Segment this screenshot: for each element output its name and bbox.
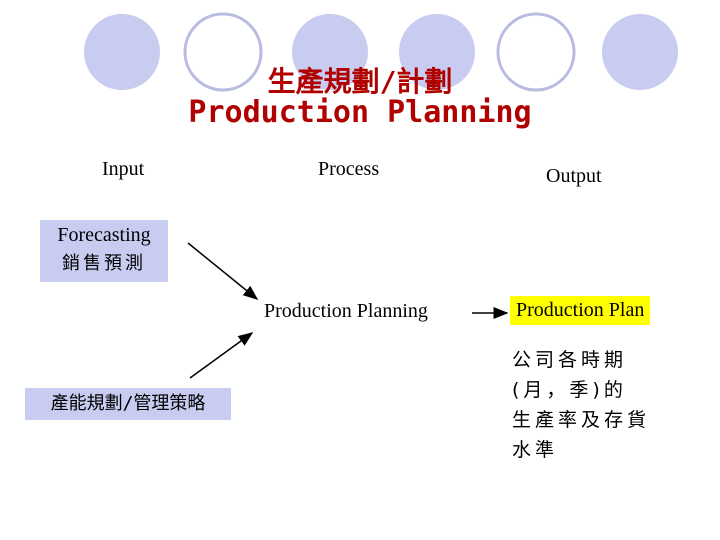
circle-4	[399, 14, 475, 90]
forecasting-chinese-label: 銷售預測	[62, 253, 146, 274]
circle-3	[292, 14, 368, 90]
output-note-line-2: (月，季)的	[512, 379, 627, 401]
output-description: 公司各時期 (月，季)的 生產率及存貨 水準	[512, 345, 650, 465]
output-note-line-1: 公司各時期	[512, 349, 628, 371]
circle-1	[84, 14, 160, 90]
production-planning-node: Production Planning	[264, 300, 428, 322]
production-plan-node: Production Plan	[510, 296, 651, 325]
circle-5	[496, 12, 576, 92]
output-label: Output	[546, 165, 602, 187]
output-note-line-3: 生產率及存貨	[512, 409, 651, 431]
capacity-strategy-box: 產能規劃/管理策略	[25, 388, 231, 420]
title-chinese: 生產規劃/計劃	[267, 65, 453, 98]
arrow-forecast-to-planning	[187, 242, 259, 300]
output-note-line-4: 水準	[512, 439, 559, 461]
circle-2	[183, 12, 263, 92]
arrow-capacity-to-planning	[189, 332, 254, 379]
decorative-circles	[84, 12, 678, 92]
input-label: Input	[102, 158, 145, 180]
title-english: Production Planning	[188, 95, 532, 130]
circle-6	[602, 14, 678, 90]
forecasting-label: Forecasting	[57, 224, 151, 246]
forecasting-box: Forecasting 銷售預測	[40, 220, 168, 282]
process-label: Process	[318, 158, 380, 180]
